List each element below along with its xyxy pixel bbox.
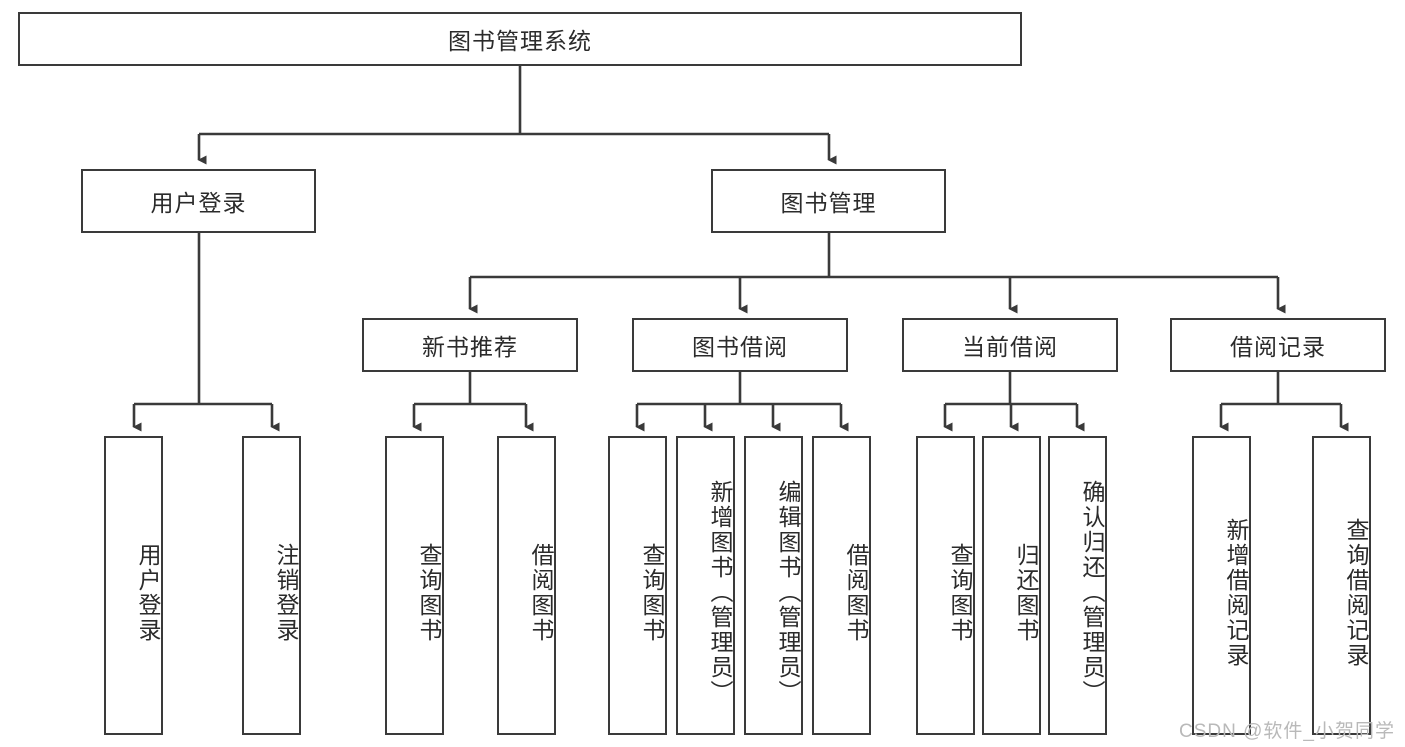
leaf-label: 编辑图书（管理员）	[775, 480, 801, 705]
leaf-current-borrow-confirm-return-admin[interactable]: 确认归还（管理员）	[1048, 436, 1107, 735]
leaf-label: 查询图书	[416, 542, 442, 643]
node-borrow-record[interactable]: 借阅记录	[1170, 318, 1386, 372]
leaf-current-borrow-query-book[interactable]: 查询图书	[916, 436, 975, 735]
leaf-user-login-logout[interactable]: 注销登录	[242, 436, 301, 735]
leaf-book-borrow-borrow-book[interactable]: 借阅图书	[812, 436, 871, 735]
node-book-management[interactable]: 图书管理	[711, 169, 946, 233]
leaf-borrow-record-add-record[interactable]: 新增借阅记录	[1192, 436, 1251, 735]
leaf-label: 用户登录	[135, 542, 161, 643]
leaf-label: 查询图书	[639, 542, 665, 643]
node-new-book-recommend[interactable]: 新书推荐	[362, 318, 578, 372]
node-root-book-management-system[interactable]: 图书管理系统	[18, 12, 1022, 66]
leaf-label: 注销登录	[273, 542, 299, 643]
leaf-book-borrow-edit-book-admin[interactable]: 编辑图书（管理员）	[744, 436, 803, 735]
node-book-borrow[interactable]: 图书借阅	[632, 318, 848, 372]
leaf-new-book-query-book[interactable]: 查询图书	[385, 436, 444, 735]
node-user-login[interactable]: 用户登录	[81, 169, 316, 233]
csdn-watermark: CSDN @软件_小贺同学	[1179, 721, 1395, 742]
leaf-label: 归还图书	[1013, 542, 1039, 643]
leaf-book-borrow-query-book[interactable]: 查询图书	[608, 436, 667, 735]
leaf-book-borrow-add-book-admin[interactable]: 新增图书（管理员）	[676, 436, 735, 735]
leaf-label: 借阅图书	[843, 542, 869, 643]
leaf-user-login-login[interactable]: 用户登录	[104, 436, 163, 735]
leaf-label: 借阅图书	[528, 542, 554, 643]
leaf-label: 确认归还（管理员）	[1079, 480, 1105, 705]
leaf-current-borrow-return-book[interactable]: 归还图书	[982, 436, 1041, 735]
node-current-borrow[interactable]: 当前借阅	[902, 318, 1118, 372]
leaf-label: 新增图书（管理员）	[707, 480, 733, 705]
leaf-borrow-record-query-record[interactable]: 查询借阅记录	[1312, 436, 1371, 735]
leaf-label: 查询借阅记录	[1343, 517, 1369, 668]
leaf-new-book-borrow-book[interactable]: 借阅图书	[497, 436, 556, 735]
leaf-label: 新增借阅记录	[1223, 517, 1249, 668]
leaf-label: 查询图书	[947, 542, 973, 643]
